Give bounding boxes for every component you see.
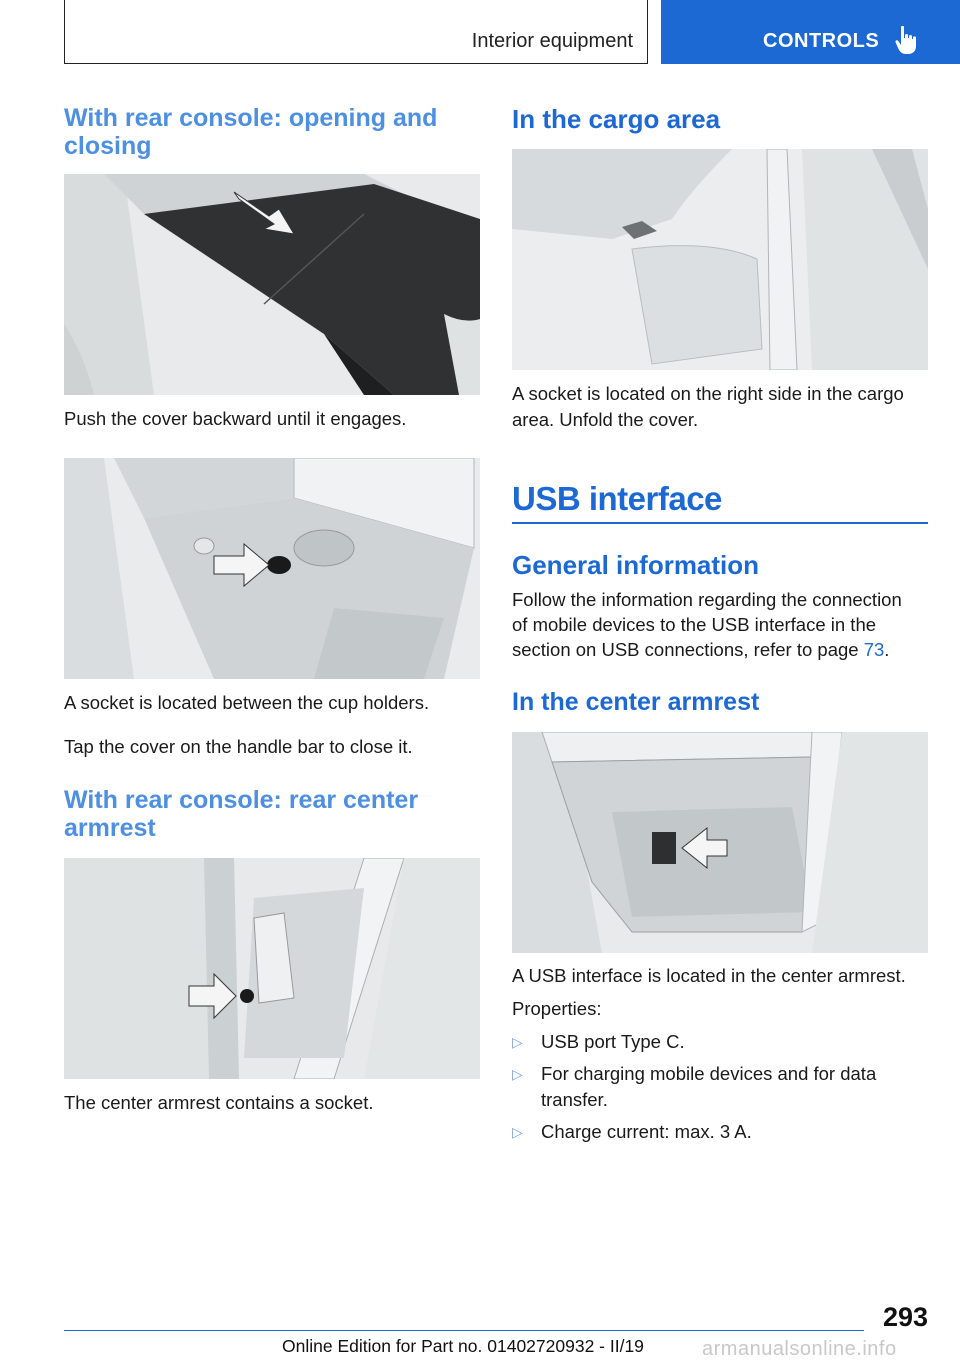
bullet-triangle-icon: ▷ [512,1066,523,1082]
footer-rule [64,1330,864,1331]
watermark: armanualsonline.info [702,1338,897,1360]
general-text-line3-end: . [884,639,890,660]
heading-opening-closing: With rear console: opening and closing [64,104,438,160]
caption-cargo-line2: area. Unfold the cover. [512,409,699,430]
figure-cup-holder-socket [64,458,480,679]
bullet-triangle-icon: ▷ [512,1034,523,1050]
caption-figure-3: The center armrest contains a socket. [64,1092,374,1113]
section-title-usb-interface: USB interface [512,480,722,517]
text-close-cover: Tap the cover on the handle bar to close… [64,736,413,757]
header-section-title: Interior equipment [471,30,633,52]
list-item-text: USB port Type C. [541,1031,685,1052]
figure-rear-console-cover [64,174,480,395]
list-item-text: Charge current: max. 3 A. [541,1121,752,1142]
heading-general-information: General information [512,550,760,580]
caption-figure-2: A socket is located between the cup hold… [64,692,430,713]
heading-cargo-area: In the cargo area [512,104,721,134]
general-text-line3: section on USB connections, refer to pag… [512,637,889,663]
general-text-line3-start: section on USB connections, refer to pag… [512,639,864,660]
header-controls-tab[interactable]: CONTROLS [661,0,960,64]
general-text-line1: Follow the information regarding the con… [512,589,902,610]
page-73-link[interactable]: 73 [863,639,885,660]
caption-center-armrest: A USB interface is located in the center… [512,965,906,986]
figure-rear-armrest-socket [64,858,480,1079]
list-item-text: For charging mobile devices and for data… [541,1063,877,1110]
header-tab-label: CONTROLS [763,30,880,52]
properties-label: Properties: [512,998,602,1019]
footer-edition: Online Edition for Part no. 01402720932 … [282,1336,644,1356]
caption-figure-1: Push the cover backward until it engages… [64,408,407,429]
page-number: 293 [882,1302,928,1332]
heading-center-armrest: In the center armrest [512,688,760,716]
section-title-rule [512,522,928,524]
pointing-hand-icon [895,25,916,54]
figure-center-armrest-usb [512,732,928,953]
heading-rear-center-armrest: With rear console: rear center armrest [64,786,419,842]
caption-cargo-line1: A socket is located on the right side in… [512,383,904,404]
general-text-line2: of mobile devices to the USB interface i… [512,614,877,635]
header-section-box: Interior equipment [64,0,648,64]
figure-cargo-socket [512,149,928,370]
bullet-triangle-icon: ▷ [512,1124,523,1140]
